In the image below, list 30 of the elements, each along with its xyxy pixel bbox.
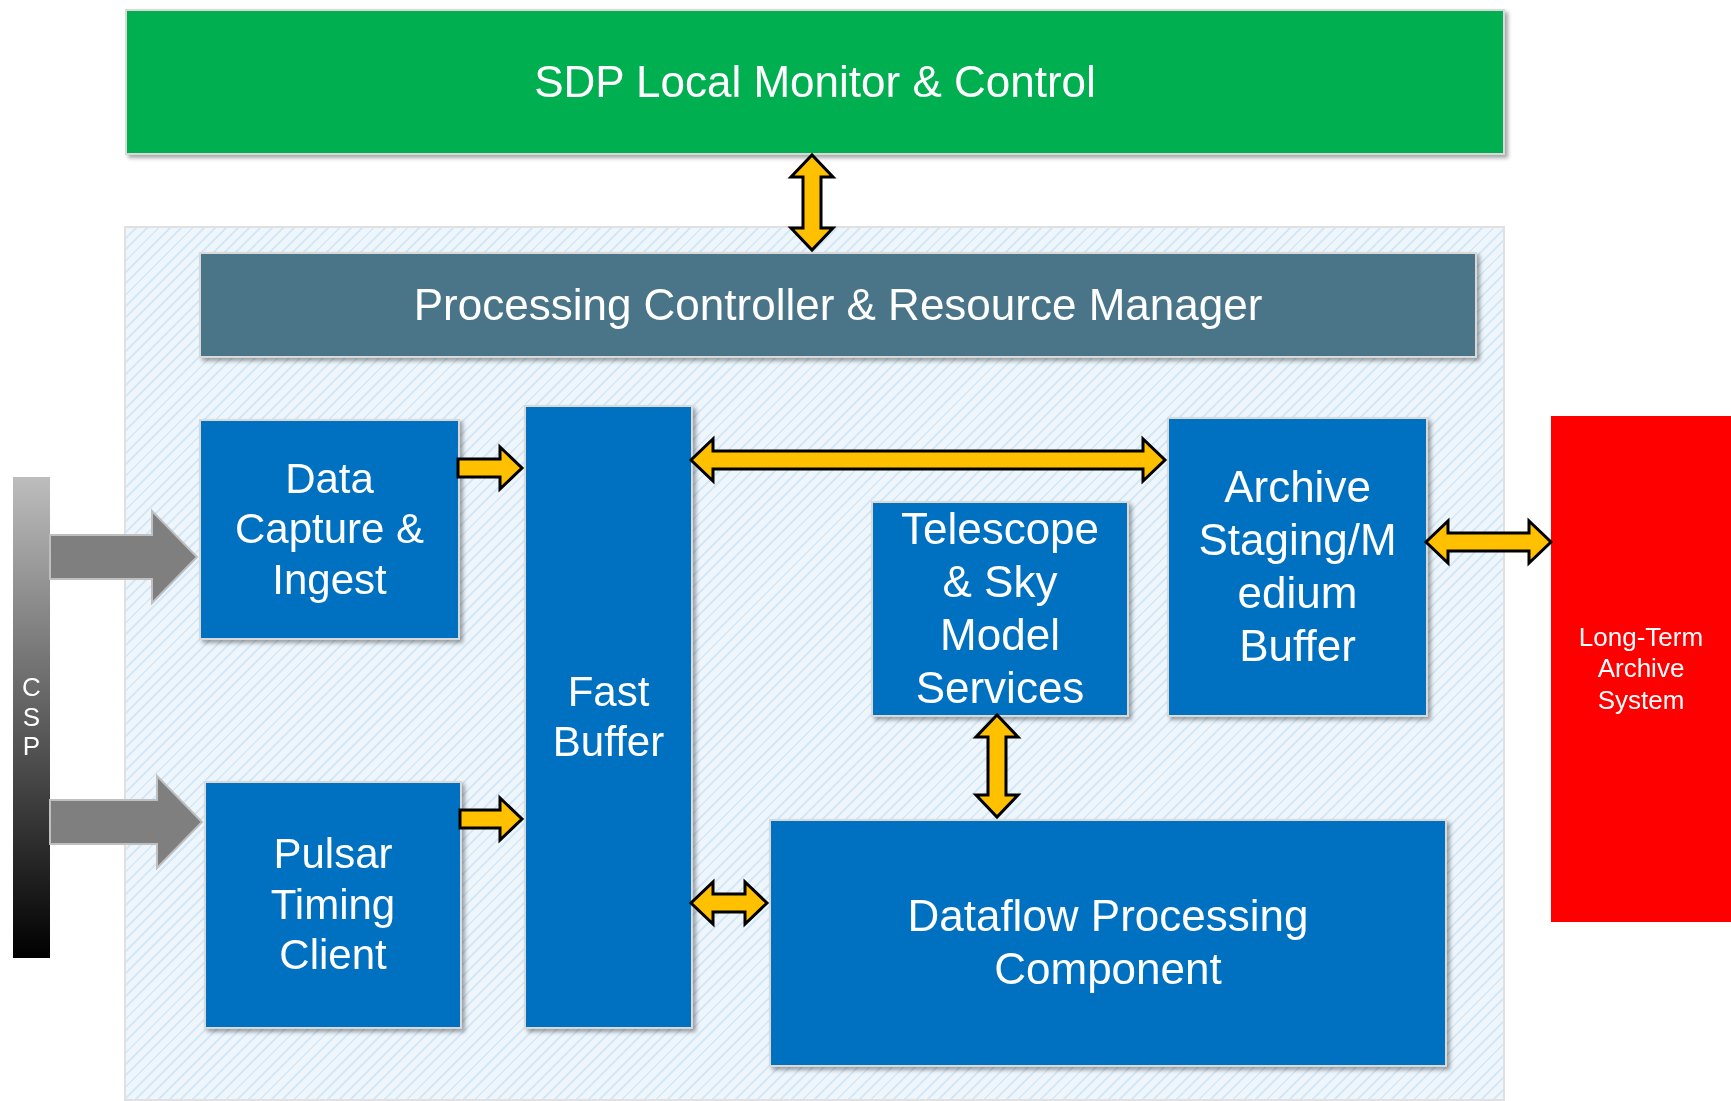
box-label: Processing Controller & Resource Manager	[413, 278, 1263, 331]
box-label: Pulsar Timing Client	[269, 829, 397, 981]
input-bar	[13, 477, 50, 958]
buffer-box	[524, 405, 693, 1029]
buffer-box	[1167, 417, 1428, 717]
box-label: Fast Buffer	[551, 666, 666, 767]
container-panel	[124, 226, 1505, 1101]
block-arrow	[972, 712, 1022, 820]
box-label: Dataflow Processing Component	[906, 890, 1310, 995]
box-label: Long-Term Archive System	[1577, 622, 1705, 716]
process-box	[199, 252, 1477, 358]
box-label: Data Capture & Ingest	[233, 453, 426, 605]
block-arrow	[458, 794, 525, 844]
archive-box	[1551, 416, 1731, 922]
service-box	[871, 501, 1129, 717]
block-arrow	[688, 435, 1168, 485]
box-label: Archive Staging/Medium Buffer	[1197, 461, 1398, 672]
process-box	[204, 781, 462, 1029]
process-box	[769, 819, 1447, 1067]
block-arrow	[49, 773, 204, 871]
block-arrow	[49, 508, 199, 606]
block-arrow	[787, 152, 837, 253]
block-arrow	[456, 443, 525, 493]
block-arrow	[688, 878, 770, 928]
control-box	[125, 9, 1505, 155]
block-arrow	[1423, 517, 1554, 567]
process-box	[199, 419, 460, 640]
box-label: Telescope & Sky Model Services	[899, 503, 1101, 714]
vertical-label: CSP	[21, 672, 42, 763]
box-label: SDP Local Monitor & Control	[534, 55, 1096, 108]
